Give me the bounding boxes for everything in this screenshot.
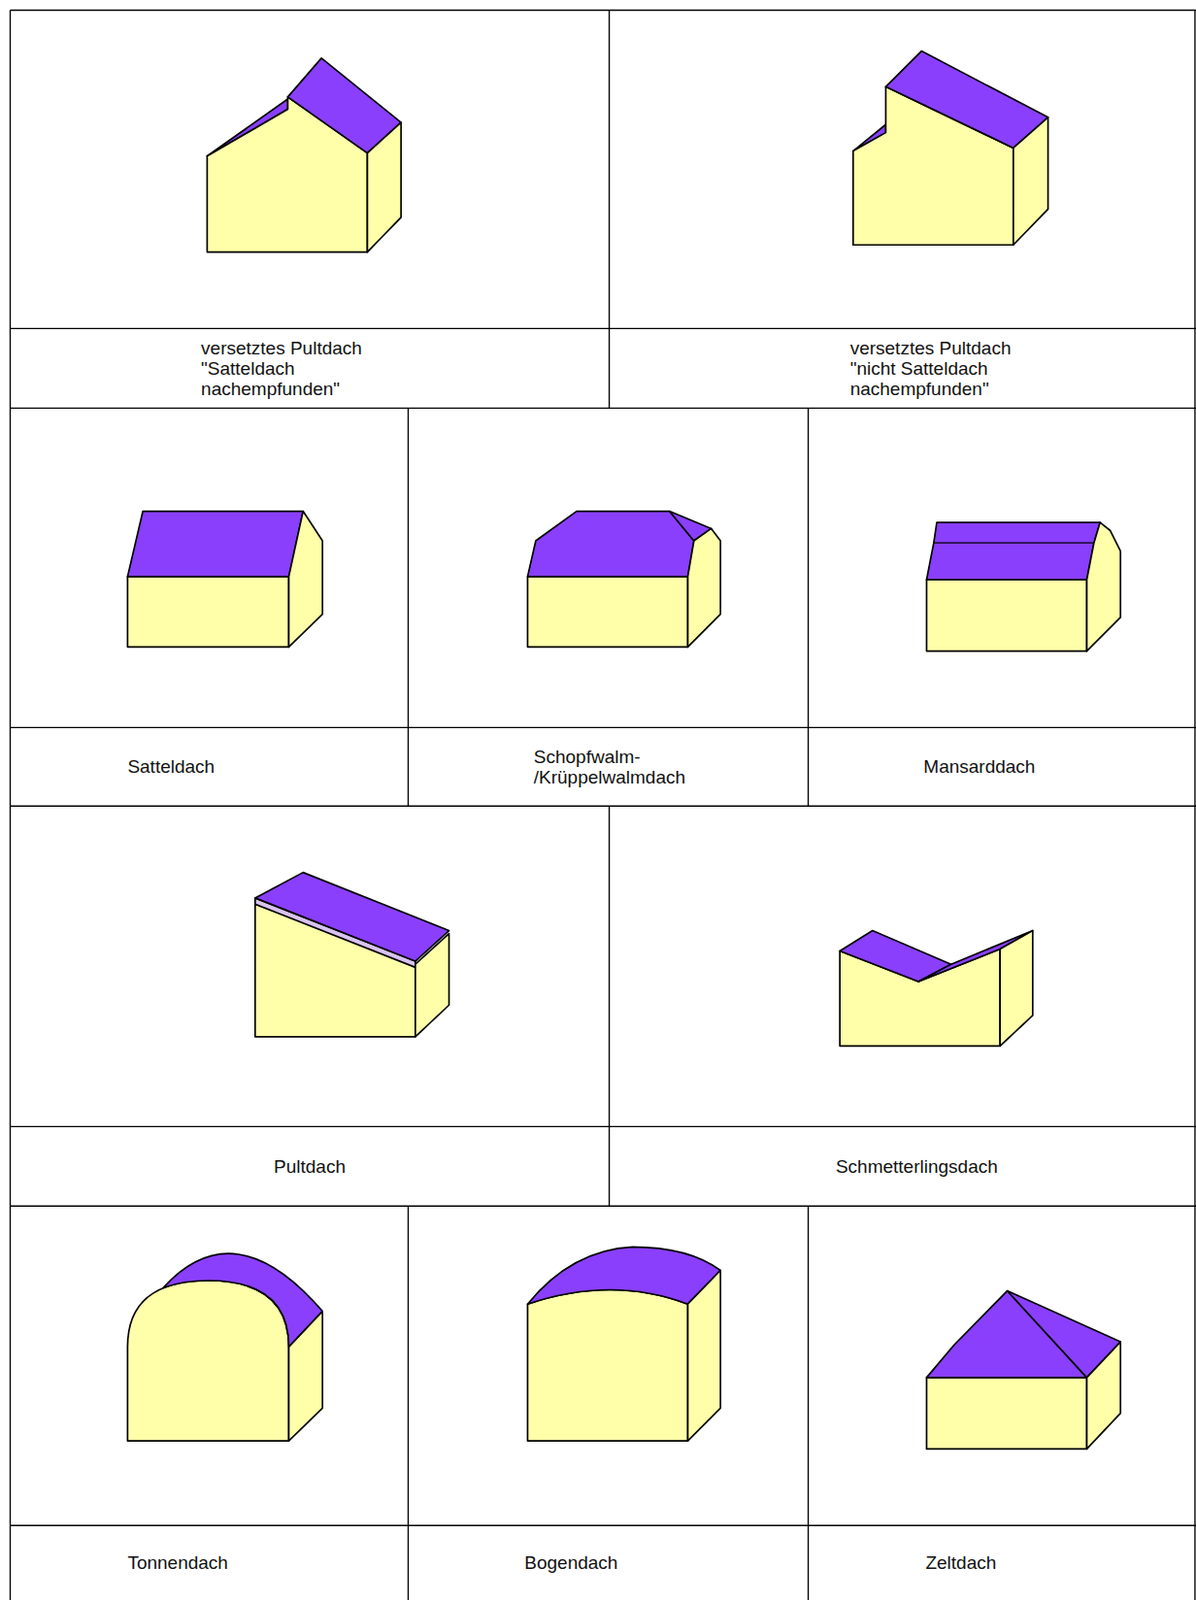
table-line xyxy=(407,407,409,806)
table-line xyxy=(9,10,11,1600)
roof-face xyxy=(885,51,1048,149)
table-cell: Tonnendach xyxy=(10,1525,409,1600)
wall-face xyxy=(999,930,1033,1047)
table-line xyxy=(807,407,809,806)
table-line xyxy=(10,805,1196,807)
wall-face xyxy=(1087,522,1122,651)
wall-face xyxy=(415,933,450,1037)
roof-type-label: versetztes Pultdach "Satteldach nachempf… xyxy=(200,337,396,400)
table-cell: Mansarddach xyxy=(808,727,1196,806)
wall-face xyxy=(527,1289,688,1441)
table-line xyxy=(10,328,1196,330)
wall-face xyxy=(688,528,722,647)
table-line xyxy=(10,1205,1196,1207)
wall-face xyxy=(127,576,289,648)
table-line xyxy=(10,1525,1196,1527)
wall-face xyxy=(688,1270,722,1442)
table-cell: Bogendach xyxy=(407,1525,808,1600)
wall-face xyxy=(288,1311,323,1441)
table-cell: versetztes Pultdach "Satteldach nachempf… xyxy=(10,328,610,408)
table-cell: Schmetterlingsdach xyxy=(609,1126,1196,1206)
table-line xyxy=(807,1205,809,1600)
roof-type-label: Pultdach xyxy=(273,1156,346,1177)
table-line xyxy=(407,1205,409,1600)
roof-face xyxy=(527,1246,721,1304)
wall-face xyxy=(366,122,401,252)
table-line xyxy=(608,10,610,409)
wall-face xyxy=(926,1377,1087,1450)
table-line xyxy=(933,541,1095,543)
roof-face xyxy=(926,522,1100,580)
table-line xyxy=(608,805,610,1206)
table-line xyxy=(10,1126,1196,1128)
table-cell: Satteldach xyxy=(10,727,409,806)
wall-face xyxy=(527,576,688,648)
table-cell: Schopfwalm- /Krüppelwalmdach xyxy=(407,727,808,806)
roof-type-label: Schmetterlingsdach xyxy=(835,1156,998,1177)
table-line xyxy=(10,727,1196,729)
roof-type-label: Satteldach xyxy=(127,756,215,777)
roof-type-label: Schopfwalm- /Krüppelwalmdach xyxy=(533,746,729,789)
roof-type-label: Zeltdach xyxy=(925,1552,997,1573)
table-cell: versetztes Pultdach "nicht Satteldach na… xyxy=(609,328,1196,408)
table-cell: Zeltdach xyxy=(808,1525,1196,1600)
roof-face xyxy=(163,1253,323,1347)
wall-face xyxy=(288,511,323,648)
table-line xyxy=(1194,10,1196,1600)
roof-face xyxy=(255,872,450,962)
roof-type-label: Tonnendach xyxy=(127,1552,229,1573)
table-line xyxy=(10,407,1196,409)
table-cell: Pultdach xyxy=(10,1126,610,1206)
table-line xyxy=(10,9,1196,11)
roof-face xyxy=(527,511,694,577)
wall-face xyxy=(926,579,1087,652)
wall-face xyxy=(1087,1341,1122,1449)
roof-face xyxy=(127,511,303,577)
roof-type-label: Mansarddach xyxy=(923,756,1035,777)
roof-type-label: Bogendach xyxy=(524,1552,618,1573)
roof-type-label: versetztes Pultdach "nicht Satteldach na… xyxy=(850,337,1045,400)
wall-face xyxy=(1013,117,1049,245)
wall-face xyxy=(127,1280,289,1441)
